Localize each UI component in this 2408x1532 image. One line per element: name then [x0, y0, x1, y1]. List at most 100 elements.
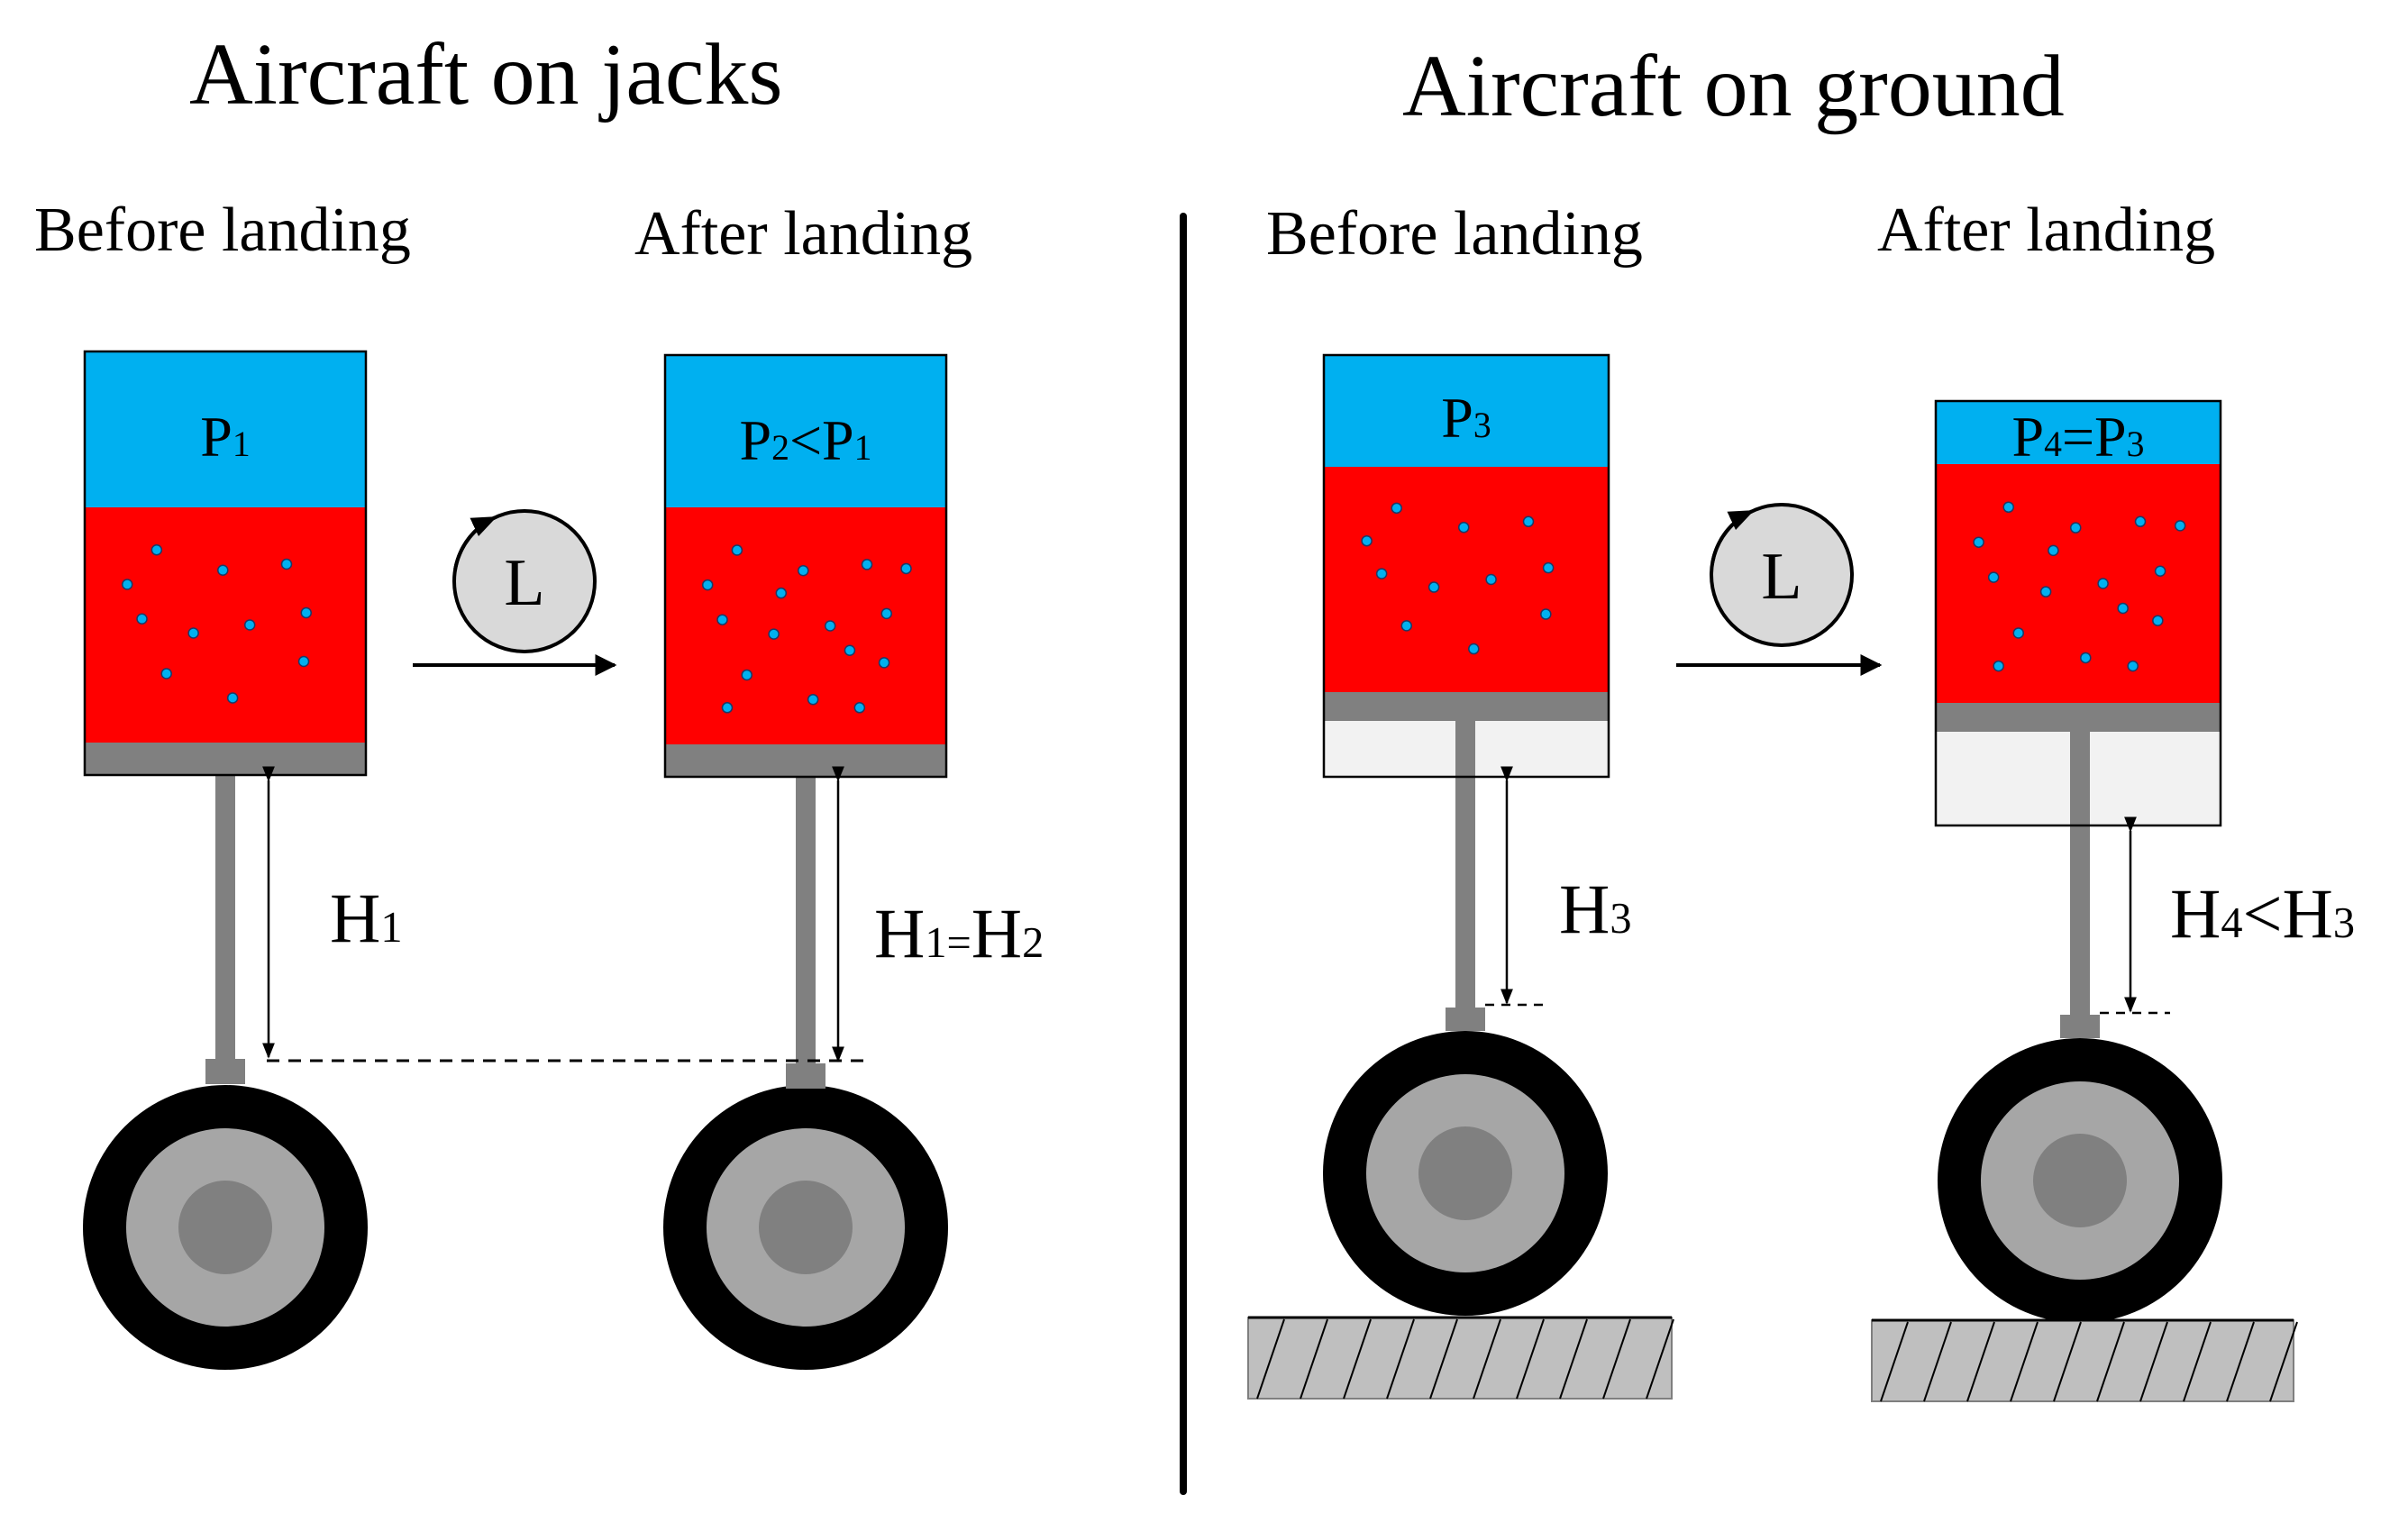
oil-bubble [1427, 581, 1440, 593]
oil-chamber [1324, 467, 1609, 692]
height-label: H1=H2 [874, 894, 1044, 972]
loop-letter: L [1761, 540, 1801, 614]
ground-block [1871, 1319, 2294, 1402]
hatch-line [2269, 1321, 2298, 1402]
gas-chamber [665, 355, 946, 507]
oil-bubble [2152, 615, 2164, 626]
oil-bubble [2117, 602, 2129, 615]
height-label: H1 [330, 879, 403, 957]
oil-bubble [878, 657, 890, 669]
cylinder-outline [1934, 399, 2222, 827]
hatch-line [1646, 1318, 1674, 1400]
oil-bubble [861, 559, 873, 570]
piston-rod [796, 777, 816, 1063]
oil-bubble [187, 627, 199, 639]
oil-bubble [2080, 652, 2092, 664]
hatch-line [2053, 1321, 2082, 1402]
oil-bubble [2127, 660, 2139, 672]
oil-bubble [1375, 568, 1388, 579]
oil-bubble [2039, 586, 2052, 597]
oil-bubble [1468, 643, 1480, 655]
piston-rod-inner [2070, 732, 2090, 825]
oil-chamber [85, 507, 366, 743]
title-aircraft-on-ground: Aircraft on ground [1402, 38, 2065, 135]
oil-bubble [1361, 534, 1373, 547]
oil-bubble [731, 544, 743, 556]
subtitle-jacks-after: After landing [634, 199, 972, 269]
piston-rod [215, 775, 235, 1059]
oil-bubble [721, 702, 734, 714]
hatch-line [1473, 1318, 1501, 1400]
loop-circle [452, 509, 597, 653]
hatch-line [2010, 1321, 2039, 1402]
loop-letter: L [504, 546, 544, 620]
oil-bubble [2048, 544, 2059, 557]
height-label: H3 [1559, 870, 1632, 948]
piston-head [665, 744, 946, 777]
oil-bubble [226, 692, 239, 704]
hatch-line [1300, 1318, 1328, 1400]
oil-bubble [297, 655, 310, 668]
ground-block [1247, 1317, 1673, 1400]
ground-hatched [1871, 1318, 2298, 1402]
oil-bubble [300, 606, 313, 619]
oil-bubble [880, 607, 893, 620]
piston-head [85, 743, 366, 775]
oil-bubble [844, 644, 856, 656]
oil-bubble [2012, 627, 2025, 639]
height-label: H4<H3 [2170, 874, 2355, 953]
wheel-hub [178, 1181, 272, 1274]
loop-symbol-ground: L [1710, 503, 1854, 647]
hatch-line [2139, 1321, 2168, 1402]
subtitle-jacks-before: Before landing [34, 196, 411, 265]
piston-head [1324, 692, 1609, 721]
gas-chamber [85, 351, 366, 507]
oil-chamber [1936, 464, 2221, 703]
oil-bubble [807, 693, 819, 706]
oil-bubble [741, 669, 752, 681]
loop-arrow [453, 515, 497, 570]
loop-circle [1710, 503, 1854, 647]
hatch-line [1256, 1318, 1285, 1400]
oil-bubble [1391, 502, 1402, 515]
oil-bubble [2154, 565, 2166, 578]
rod-end-cap [205, 1059, 245, 1084]
piston-rod-inner [1455, 721, 1475, 777]
piston-rod [1455, 721, 1475, 1008]
gas-chamber [1936, 401, 2221, 464]
pressure-label: P2<P1 [740, 408, 872, 472]
oil-chamber [665, 507, 946, 744]
hatch-line [1880, 1321, 1909, 1402]
hatch-line [2096, 1321, 2125, 1402]
oil-bubble [824, 620, 836, 632]
piston-head [1936, 703, 2221, 732]
title-aircraft-on-jacks: Aircraft on jacks [189, 26, 783, 123]
oil-bubble [1542, 561, 1555, 574]
hatch-line [1429, 1318, 1458, 1400]
oil-bubble [1973, 536, 1984, 548]
oil-bubble [701, 579, 714, 591]
subtitle-ground-before: Before landing [1266, 199, 1643, 269]
oil-bubble [2069, 522, 2082, 533]
loop-symbol-jacks: L [452, 509, 597, 653]
oil-bubble [853, 702, 866, 714]
oil-bubble [1485, 573, 1497, 586]
oil-bubble [136, 613, 148, 625]
oil-bubble [1400, 620, 1413, 632]
hatch-line [2226, 1321, 2255, 1402]
oil-bubble [150, 544, 163, 556]
oil-bubble [2134, 515, 2147, 528]
pressure-label: P3 [1441, 386, 1491, 450]
hatch-line [1516, 1318, 1545, 1400]
cylinder-outline [663, 353, 948, 779]
oil-bubble [2002, 501, 2014, 514]
oil-bubble [121, 579, 133, 590]
pressure-label: P4=P3 [2012, 405, 2145, 469]
cylinder-outline [1322, 353, 1610, 779]
oil-bubble [900, 562, 912, 575]
hatch-line [1966, 1321, 1995, 1402]
oil-bubble [160, 668, 172, 679]
